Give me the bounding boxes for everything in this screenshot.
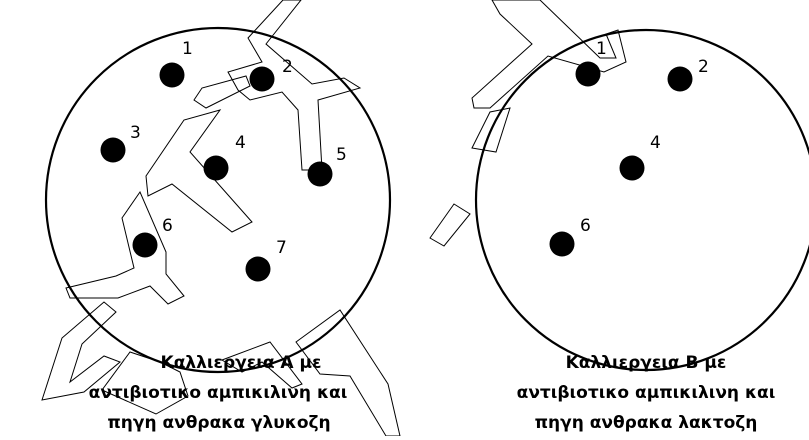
colony-label-5: 5 bbox=[336, 145, 347, 165]
colonies-b: 1 2 4 6 bbox=[550, 39, 709, 257]
colony-label-2: 2 bbox=[698, 57, 709, 77]
caption-a-line-1: Καλλιεργεια Α με bbox=[161, 353, 322, 373]
colony-dot-7 bbox=[246, 257, 271, 282]
colony-dot-2 bbox=[668, 67, 693, 92]
plate-b: 1 2 4 6 Καλλιεργεια Β με αντιβιοτικο αμπικι… bbox=[476, 30, 809, 433]
caption-a-line-2: αντιβιοτικο αμπικιλινη και bbox=[89, 383, 348, 403]
colony-label-1: 1 bbox=[596, 39, 607, 59]
colony-label-4: 4 bbox=[650, 133, 661, 153]
colony-dot-6 bbox=[550, 232, 575, 257]
colony-dot-4 bbox=[204, 156, 229, 181]
petri-dish-a bbox=[46, 28, 390, 372]
colony-label-1: 1 bbox=[182, 39, 193, 59]
colony-label-4: 4 bbox=[235, 133, 246, 153]
colony-dot-1 bbox=[160, 63, 185, 88]
caption-a: Καλλιεργεια Α με αντιβιοτικο αμπικιλινη … bbox=[89, 353, 348, 433]
caption-b-line-1: Καλλιεργεια Β με bbox=[566, 353, 727, 373]
colony-dot-1 bbox=[576, 62, 601, 87]
petri-dish-b bbox=[476, 30, 809, 370]
plate-a: 1 2 3 4 5 6 7 Καλλιεργεια Α με αντιβιοτικο αμπ… bbox=[46, 28, 390, 433]
colony-dot-2 bbox=[250, 67, 275, 92]
watermark bbox=[42, 0, 626, 436]
caption-b-line-3: πηγη ανθρακα λακτοζη bbox=[535, 413, 758, 433]
colony-dot-5 bbox=[308, 162, 333, 187]
colonies-a: 1 2 3 4 5 6 7 bbox=[101, 39, 347, 282]
caption-a-line-3: πηγη ανθρακα γλυκοζη bbox=[107, 413, 330, 433]
colony-dot-3 bbox=[101, 138, 126, 163]
colony-dot-4 bbox=[620, 156, 645, 181]
caption-b: Καλλιεργεια Β με αντιβιοτικο αμπικιλινη … bbox=[517, 353, 776, 433]
colony-label-2: 2 bbox=[282, 57, 293, 77]
colony-label-6: 6 bbox=[162, 216, 173, 236]
colony-dot-6 bbox=[133, 233, 158, 258]
colony-label-6: 6 bbox=[580, 216, 591, 236]
colony-label-7: 7 bbox=[276, 238, 287, 258]
caption-b-line-2: αντιβιοτικο αμπικιλινη και bbox=[517, 383, 776, 403]
colony-label-3: 3 bbox=[130, 123, 141, 143]
